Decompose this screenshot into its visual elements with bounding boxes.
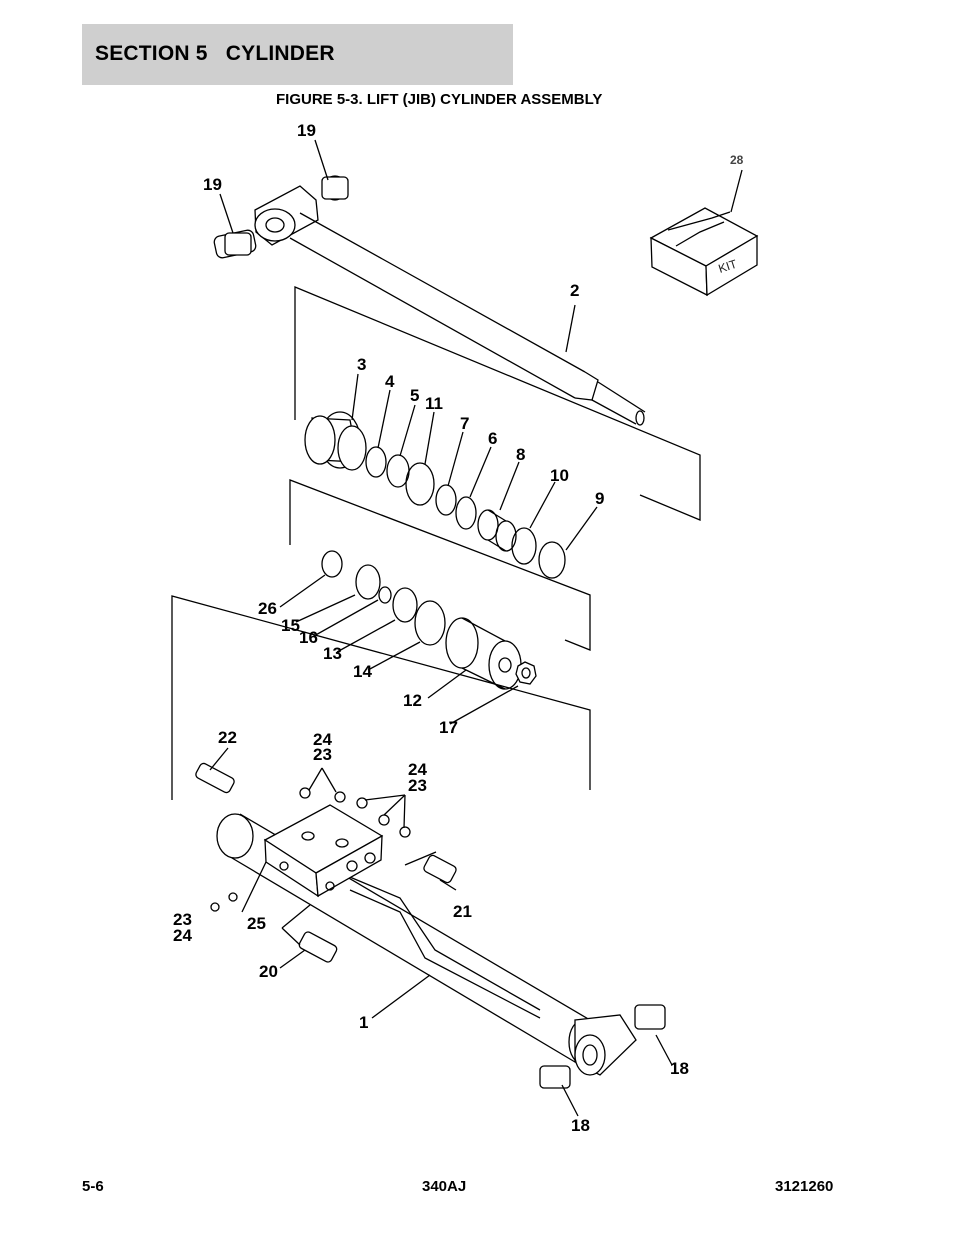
ring-14 — [414, 600, 446, 646]
callout-24: 24 — [173, 926, 192, 945]
ring-26 — [321, 550, 343, 578]
callout-15: 15 — [281, 616, 300, 635]
callout-18: 18 — [571, 1116, 590, 1135]
ring-7 — [435, 484, 457, 516]
figure-title: FIGURE 5-3. LIFT (JIB) CYLINDER ASSEMBLY — [276, 91, 603, 108]
ring-16 — [378, 586, 392, 604]
bushing-19-right — [321, 176, 349, 200]
callout-19: 19 — [297, 121, 316, 140]
model-number: 340AJ — [422, 1178, 467, 1195]
ring-13 — [392, 587, 418, 623]
cylinder-head-part — [304, 411, 367, 471]
callout-28: 28 — [730, 153, 744, 167]
callout-21: 21 — [453, 902, 472, 921]
fitting-22 — [195, 762, 235, 794]
ring-4 — [365, 446, 387, 478]
upper-bracket-lines — [294, 286, 701, 521]
callout-3: 3 — [357, 355, 366, 374]
ring-6 — [455, 496, 477, 530]
callout-11: 11 — [425, 394, 443, 413]
callout-20: 20 — [259, 962, 278, 981]
callout-5: 5 — [410, 386, 419, 405]
bushing-19-left — [224, 232, 252, 256]
callout-24: 24 — [313, 730, 332, 749]
callout-12: 12 — [403, 691, 422, 710]
document-number: 3121260 — [775, 1178, 834, 1195]
kit-box-label: KIT — [717, 257, 740, 276]
piston-12 — [445, 617, 522, 690]
rod-part — [213, 175, 646, 426]
bushing-18-lower — [539, 1065, 571, 1089]
page-number: 5-6 — [82, 1178, 104, 1195]
callout-4: 4 — [385, 372, 395, 391]
section-header-band — [82, 24, 513, 85]
callout-23: 23 — [173, 910, 192, 929]
ring-9 — [538, 541, 566, 579]
barrel-part — [216, 813, 637, 1076]
callout-17: 17 — [439, 718, 458, 737]
callout-2: 2 — [570, 281, 579, 300]
callout-10: 10 — [550, 466, 569, 485]
callout-6: 6 — [488, 429, 497, 448]
middle-bracket-lines — [289, 479, 591, 651]
callout-25: 25 — [247, 914, 266, 933]
valve-block — [263, 804, 384, 898]
callout-18: 18 — [670, 1059, 689, 1078]
ring-10 — [511, 527, 537, 565]
callout-23: 23 — [408, 776, 427, 795]
callout-8: 8 — [516, 445, 525, 464]
callout-24: 24 — [408, 760, 427, 779]
callout-26: 26 — [258, 599, 277, 618]
small-plugs — [210, 787, 411, 912]
fitting-21 — [423, 854, 457, 884]
callout-19: 19 — [203, 175, 222, 194]
lower-bracket-lines — [171, 595, 591, 800]
callout-9: 9 — [595, 489, 604, 508]
callout-1: 1 — [359, 1013, 368, 1032]
fitting-20 — [298, 931, 338, 963]
callout-13: 13 — [323, 644, 342, 663]
callout-16: 16 — [299, 628, 318, 647]
ring-11 — [405, 462, 435, 506]
callout-22: 22 — [218, 728, 237, 747]
callout-14: 14 — [353, 662, 372, 681]
nut-17 — [515, 661, 537, 685]
bushing-18-upper — [634, 1004, 666, 1030]
callout-7: 7 — [460, 414, 469, 433]
callout-23: 23 — [313, 745, 332, 764]
spacer-8 — [477, 509, 517, 552]
ring-15 — [355, 564, 381, 600]
kit-box — [649, 169, 759, 297]
section-title: SECTION 5 CYLINDER — [95, 42, 335, 65]
